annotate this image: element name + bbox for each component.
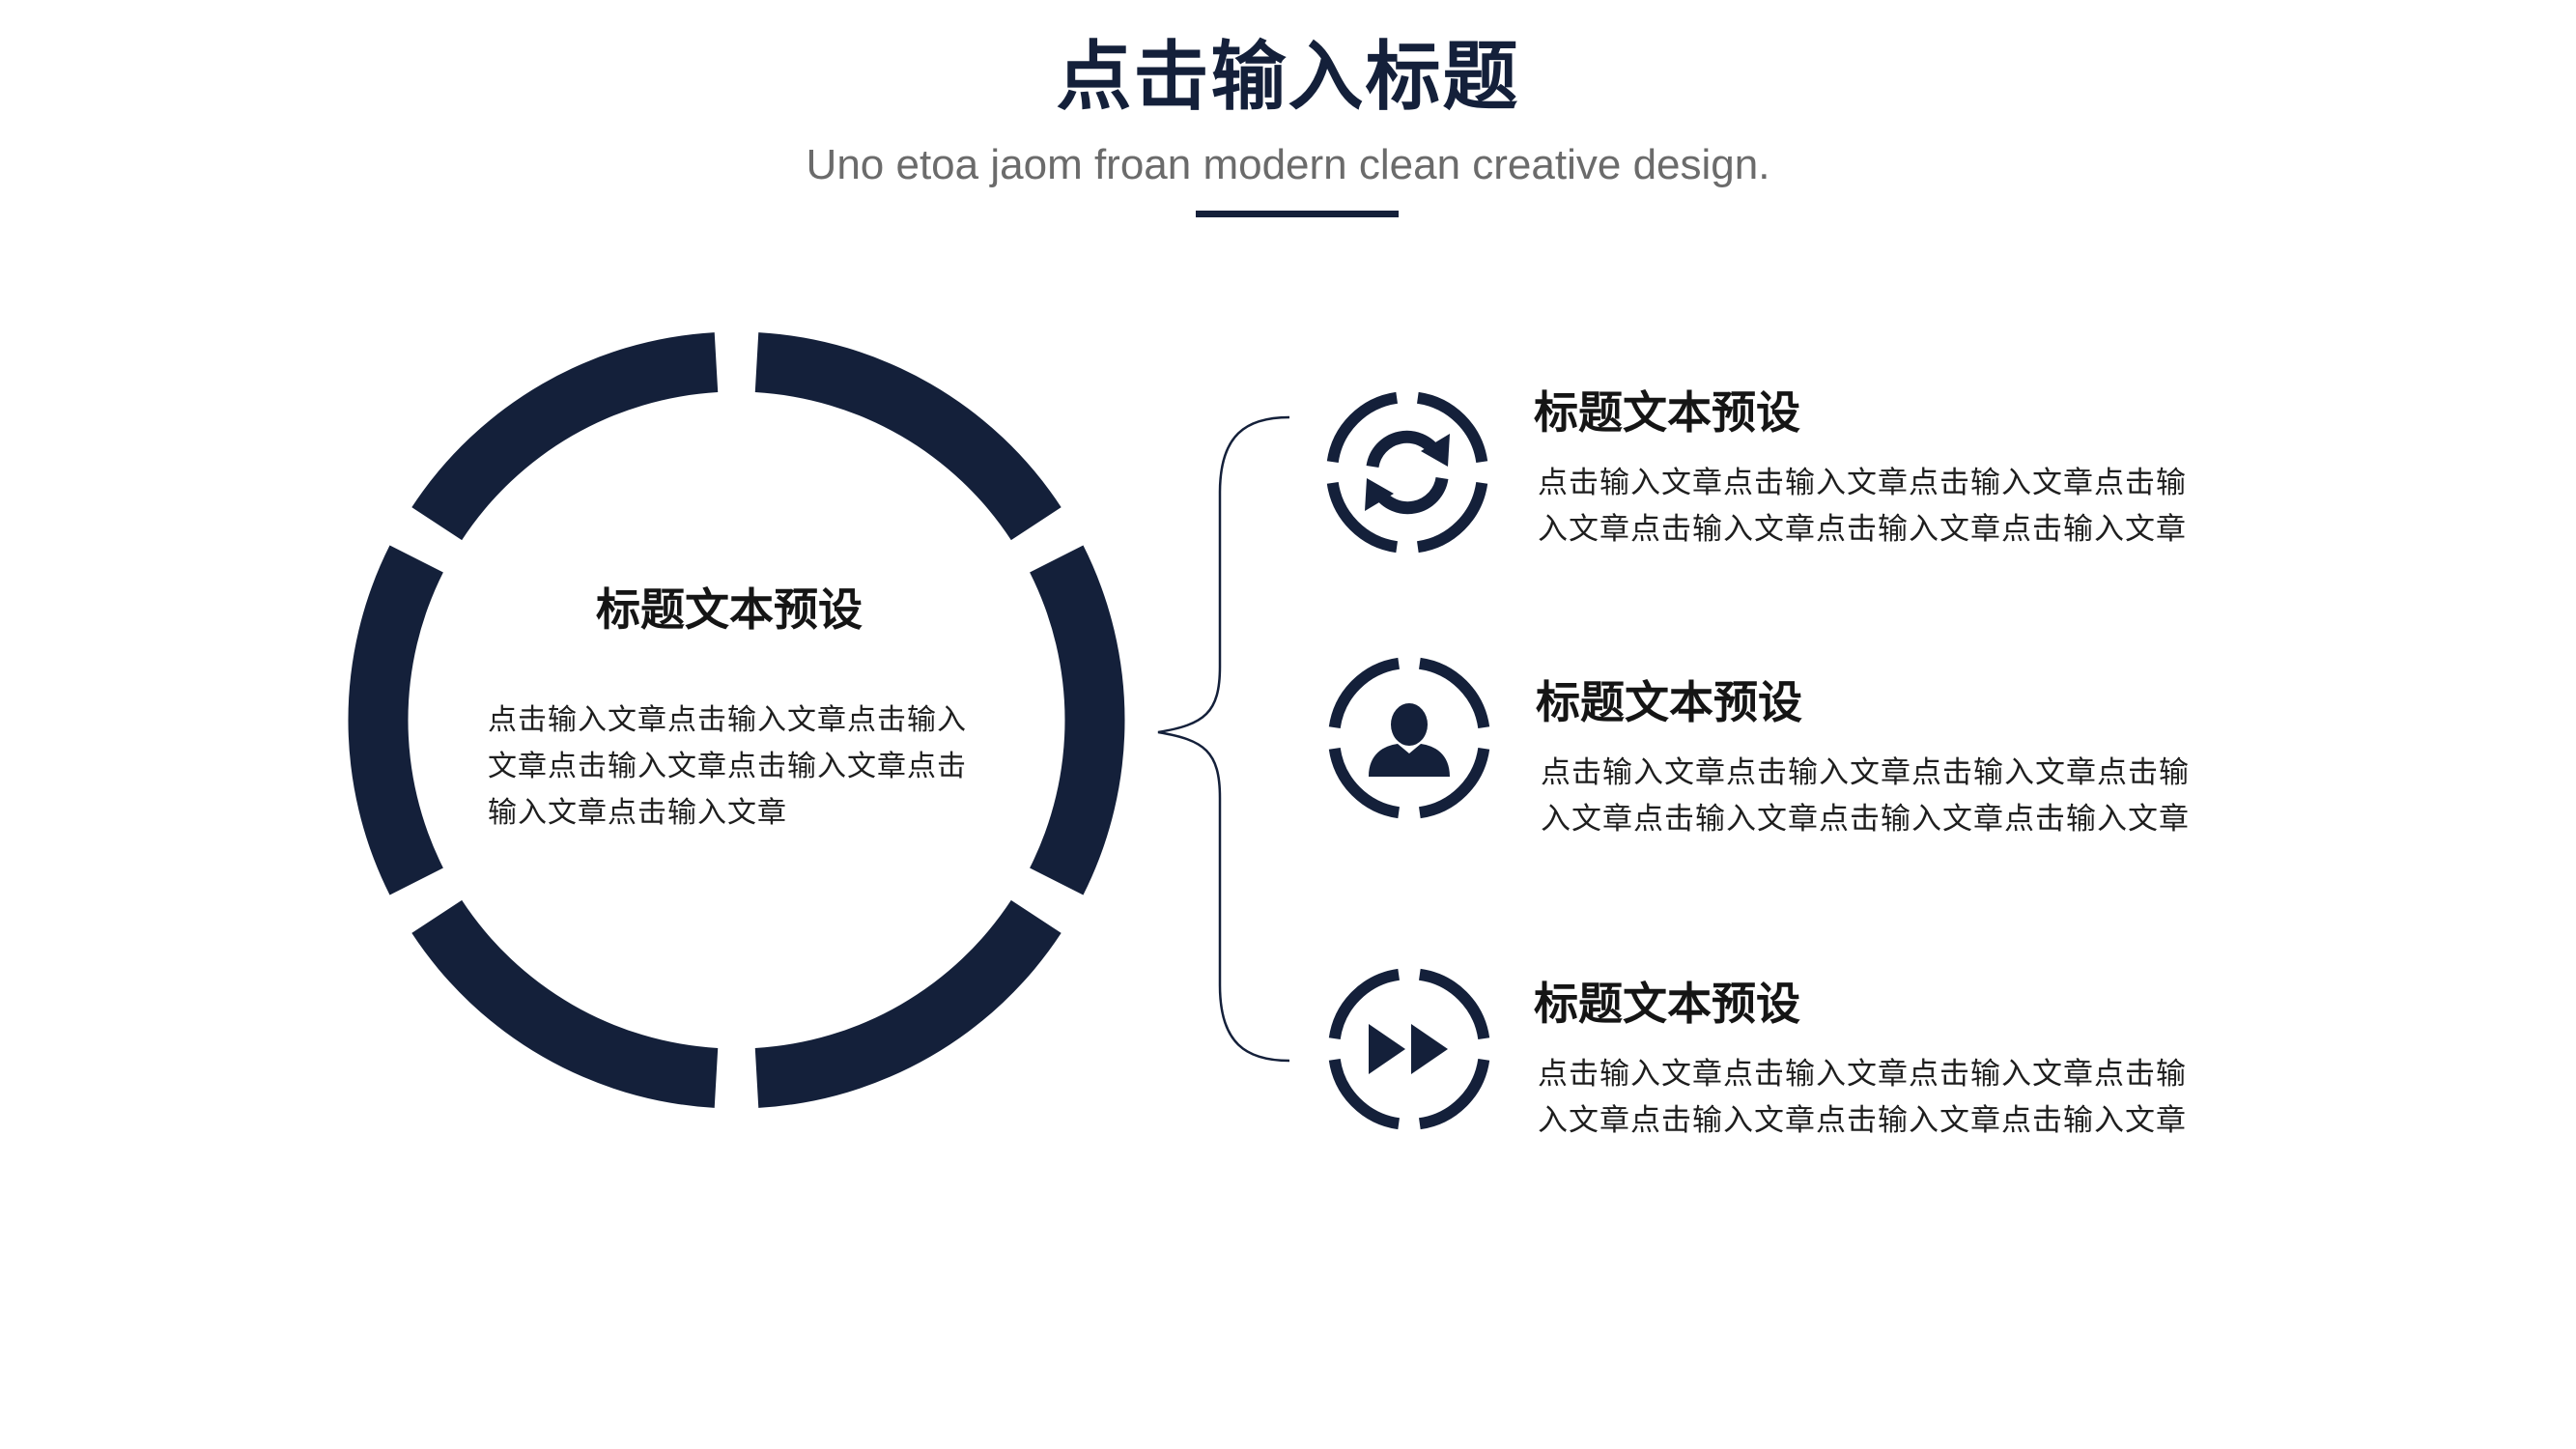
- page-title[interactable]: 点击输入标题: [1056, 34, 1520, 121]
- item-1-text[interactable]: 点击输入文章点击输入文章点击输入文章点击输入文章点击输入文章点击输入文章点击输入…: [1538, 466, 2187, 547]
- icon-ring-segment: [1328, 747, 1401, 819]
- item-2-title[interactable]: 标题文本预设: [1536, 676, 1802, 728]
- fast-forward-icon: [1328, 968, 1490, 1130]
- icon-ring-segment: [1328, 968, 1401, 1040]
- header: 点击输入标题 Uno etoa jaom froan modern clean …: [0, 0, 2576, 232]
- item-2-text[interactable]: 点击输入文章点击输入文章点击输入文章点击输入文章点击输入文章点击输入文章点击输入…: [1541, 755, 2190, 837]
- icon-ring-segment: [1416, 481, 1488, 554]
- item-1-title[interactable]: 标题文本预设: [1534, 386, 1800, 439]
- ring-segment: [754, 332, 1062, 541]
- icon-ring-segment: [1416, 391, 1488, 464]
- ring-segment: [754, 899, 1062, 1108]
- center-text[interactable]: 点击输入文章点击输入文章点击输入文章点击输入文章点击输入文章点击输入文章点击输入…: [488, 703, 967, 830]
- icon-ring-segment: [1326, 481, 1399, 554]
- refresh-icon: [1326, 391, 1488, 554]
- ring-segment: [411, 899, 719, 1108]
- curly-brace-connector: [1157, 415, 1290, 1063]
- icon-ring-segment: [1326, 391, 1399, 464]
- center-title[interactable]: 标题文本预设: [596, 583, 863, 636]
- icon-ring-segment: [1418, 747, 1490, 819]
- icon-ring-segment: [1418, 1058, 1490, 1130]
- ring-segment: [348, 545, 443, 895]
- icon-ring-segment: [1328, 1058, 1401, 1130]
- ring-segment: [411, 332, 719, 541]
- segmented-ring: [343, 327, 1130, 1114]
- icon-ring-segment: [1418, 968, 1490, 1040]
- title-underline: [1196, 211, 1399, 217]
- page-subtitle[interactable]: Uno etoa jaom froan modern clean creativ…: [806, 141, 1770, 188]
- item-3-title[interactable]: 标题文本预设: [1534, 978, 1800, 1030]
- ring-segment: [1030, 545, 1125, 895]
- item-3-text[interactable]: 点击输入文章点击输入文章点击输入文章点击输入文章点击输入文章点击输入文章点击输入…: [1538, 1057, 2187, 1138]
- icon-ring-segment: [1418, 657, 1490, 729]
- icon-ring-segment: [1328, 657, 1401, 729]
- user-icon: [1328, 657, 1490, 819]
- segmented-ring-graphic: [348, 332, 1125, 1108]
